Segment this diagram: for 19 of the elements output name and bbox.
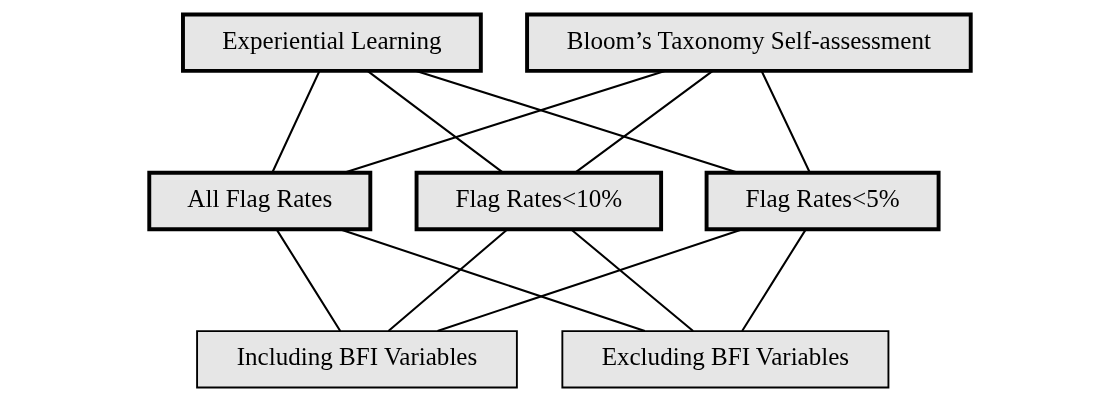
connector (366, 70, 504, 174)
connector (570, 228, 694, 332)
connector (343, 69, 666, 174)
connector (275, 229, 342, 332)
connector (415, 69, 739, 174)
connector (387, 228, 509, 332)
connector (741, 229, 807, 332)
connector (271, 70, 321, 174)
node-box: Flag Rates<10% (414, 170, 664, 232)
node-box: Including BFI Variables (196, 330, 518, 389)
connector (339, 228, 646, 332)
connector (760, 70, 811, 174)
node-box: All Flag Rates (147, 170, 373, 232)
connector (437, 228, 743, 332)
node-box: Experiential Learning (181, 12, 483, 73)
node-box: Flag Rates<5% (704, 170, 941, 232)
node-box: Bloom’s Taxonomy Self-assessment (525, 12, 973, 73)
node-box: Excluding BFI Variables (561, 330, 890, 389)
connector (574, 70, 714, 174)
